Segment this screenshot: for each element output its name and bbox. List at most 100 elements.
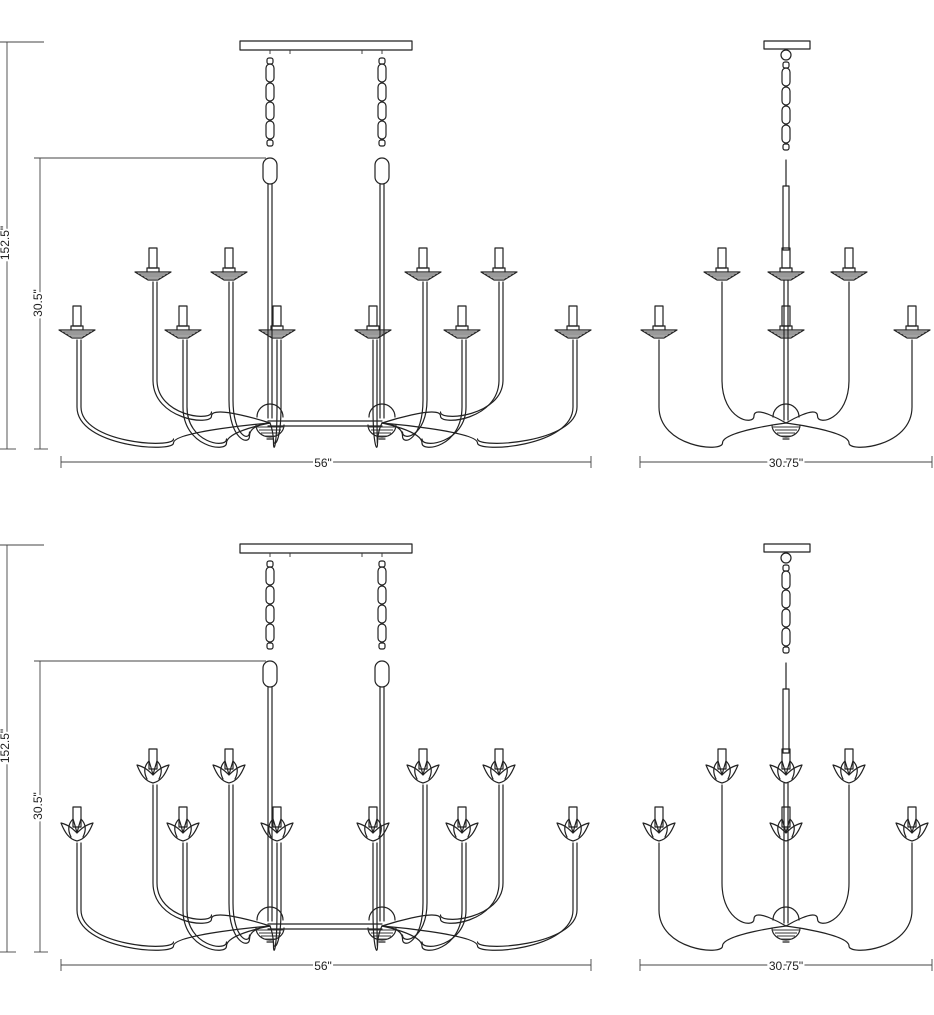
arm <box>228 281 271 441</box>
arm-edge <box>156 784 213 920</box>
stem-loop <box>374 660 390 688</box>
canopy-plate <box>763 40 811 50</box>
canopy-plate <box>239 40 413 51</box>
arm <box>381 842 574 951</box>
arm <box>152 784 271 927</box>
arm <box>658 339 787 448</box>
arm <box>381 784 500 927</box>
total-height-label: 152.5" <box>0 226 12 260</box>
arm <box>182 339 271 448</box>
hub-sphere <box>771 906 801 943</box>
candle-cup <box>406 748 440 784</box>
stem-sleeve <box>782 688 790 754</box>
candle-cup <box>404 247 442 281</box>
candle-cup <box>703 247 741 281</box>
arm-edge <box>401 281 428 437</box>
dimensions: 152.5" 30.5" 56" <box>0 544 592 975</box>
width-label: 30.75" <box>769 959 803 973</box>
arm-edge <box>80 842 175 947</box>
arm-edge <box>376 339 379 444</box>
arm-edge <box>476 339 578 444</box>
arm <box>658 842 787 951</box>
chain <box>265 57 275 147</box>
candle-cup <box>893 305 931 339</box>
dimensions: 30.75" <box>639 454 933 472</box>
candle-cup <box>769 806 803 842</box>
arm <box>785 339 913 448</box>
arm-edge <box>376 842 379 947</box>
width-label: 30.75" <box>769 456 803 470</box>
candle-cup <box>556 806 590 842</box>
arm <box>152 281 271 424</box>
stem-loop <box>262 660 278 688</box>
front-view-petal-cups: 152.5" 30.5" 56" <box>0 543 592 975</box>
arm <box>785 784 850 927</box>
candle-cup <box>136 748 170 784</box>
candle-cup <box>60 806 94 842</box>
candle-cup <box>260 806 294 842</box>
arm <box>269 339 278 448</box>
arm-edge <box>439 281 504 417</box>
arm <box>269 842 278 951</box>
stem-loop <box>262 157 278 185</box>
stem-loop <box>374 157 390 185</box>
arm <box>381 842 463 951</box>
arm-edge <box>156 281 213 417</box>
candle-cup <box>640 305 678 339</box>
candle-cup <box>354 305 392 339</box>
candle-cup <box>832 748 866 784</box>
candle-cup <box>767 247 805 281</box>
body-height-label: 30.5" <box>31 792 45 820</box>
candle-cup <box>210 247 248 281</box>
dimensions: 30.75" <box>639 957 933 975</box>
candle-cup <box>258 305 296 339</box>
candle-cup <box>830 247 868 281</box>
candle-cup <box>480 247 518 281</box>
arm-edge <box>232 281 251 437</box>
side-view-candle-cups: 30.75" <box>639 40 933 472</box>
candle-cup <box>166 806 200 842</box>
arm <box>721 784 787 927</box>
arm-edge <box>186 842 228 947</box>
hub-sphere <box>771 403 801 440</box>
arm <box>785 281 850 424</box>
candle-cup <box>482 748 516 784</box>
arm <box>228 784 271 944</box>
arm-edge <box>272 842 282 947</box>
chain <box>377 57 387 147</box>
candle-cup <box>212 748 246 784</box>
arm-edge <box>80 339 175 444</box>
width-label: 56" <box>314 456 332 470</box>
side-view-petal-cups: 30.75" <box>639 543 933 975</box>
candle-cup <box>445 806 479 842</box>
arm-edge <box>439 784 504 920</box>
canopy-plate <box>239 543 413 554</box>
arm <box>381 339 463 448</box>
canopy-ring <box>780 552 792 564</box>
arm <box>182 842 271 951</box>
arm-edge <box>186 339 228 444</box>
candle-cup <box>134 247 172 281</box>
arm <box>76 842 271 951</box>
dimensions: 152.5" 30.5" 56" <box>0 41 592 472</box>
candle-cup <box>769 748 803 784</box>
candle-cup <box>58 305 96 339</box>
candle-cup <box>705 748 739 784</box>
candle-cup <box>554 305 592 339</box>
arm-edge <box>401 784 428 940</box>
total-height-label: 152.5" <box>0 729 12 763</box>
chain <box>781 564 791 654</box>
canopy-plate <box>763 543 811 553</box>
arm-edge <box>232 784 251 940</box>
width-label: 56" <box>314 959 332 973</box>
arm-edge <box>272 339 282 444</box>
arm-edge <box>476 842 578 947</box>
arm <box>381 339 574 448</box>
body-height-label: 30.5" <box>31 289 45 317</box>
candle-cup <box>642 806 676 842</box>
front-view-candle-cups: 152.5" 30.5" 56" <box>0 40 592 472</box>
arm-edge <box>421 339 467 444</box>
canopy-ring <box>780 49 792 61</box>
